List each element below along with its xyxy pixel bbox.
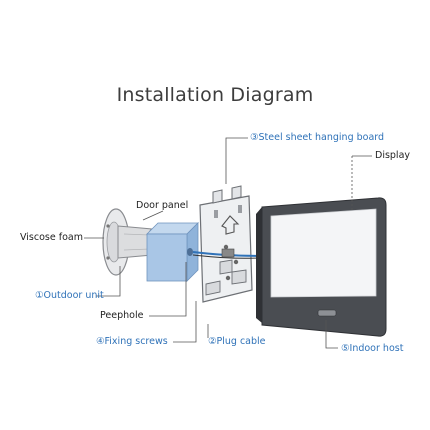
label-outdoor-unit: ①Outdoor unit [35,290,104,301]
viscose-foam-block [146,222,199,282]
label-viscose-foam: Viscose foam [20,232,83,243]
diagram-title: Installation Diagram [116,84,314,106]
steel-sheet-graphic [199,185,253,303]
label-display: Display [375,150,411,161]
label-door-panel: Door panel [136,200,189,211]
label-steel-sheet-hanging-board: ③Steel sheet hanging board [250,132,385,143]
label-fixing-screws: ④Fixing screws [96,336,168,347]
label-indoor-host: ⑤Indoor host [341,343,404,354]
label-peephole: Peephole [100,310,144,321]
callout-lines [84,137,372,349]
indoor-host-graphic [256,197,387,337]
label-plug-cable: ②Plug cable [208,336,266,347]
